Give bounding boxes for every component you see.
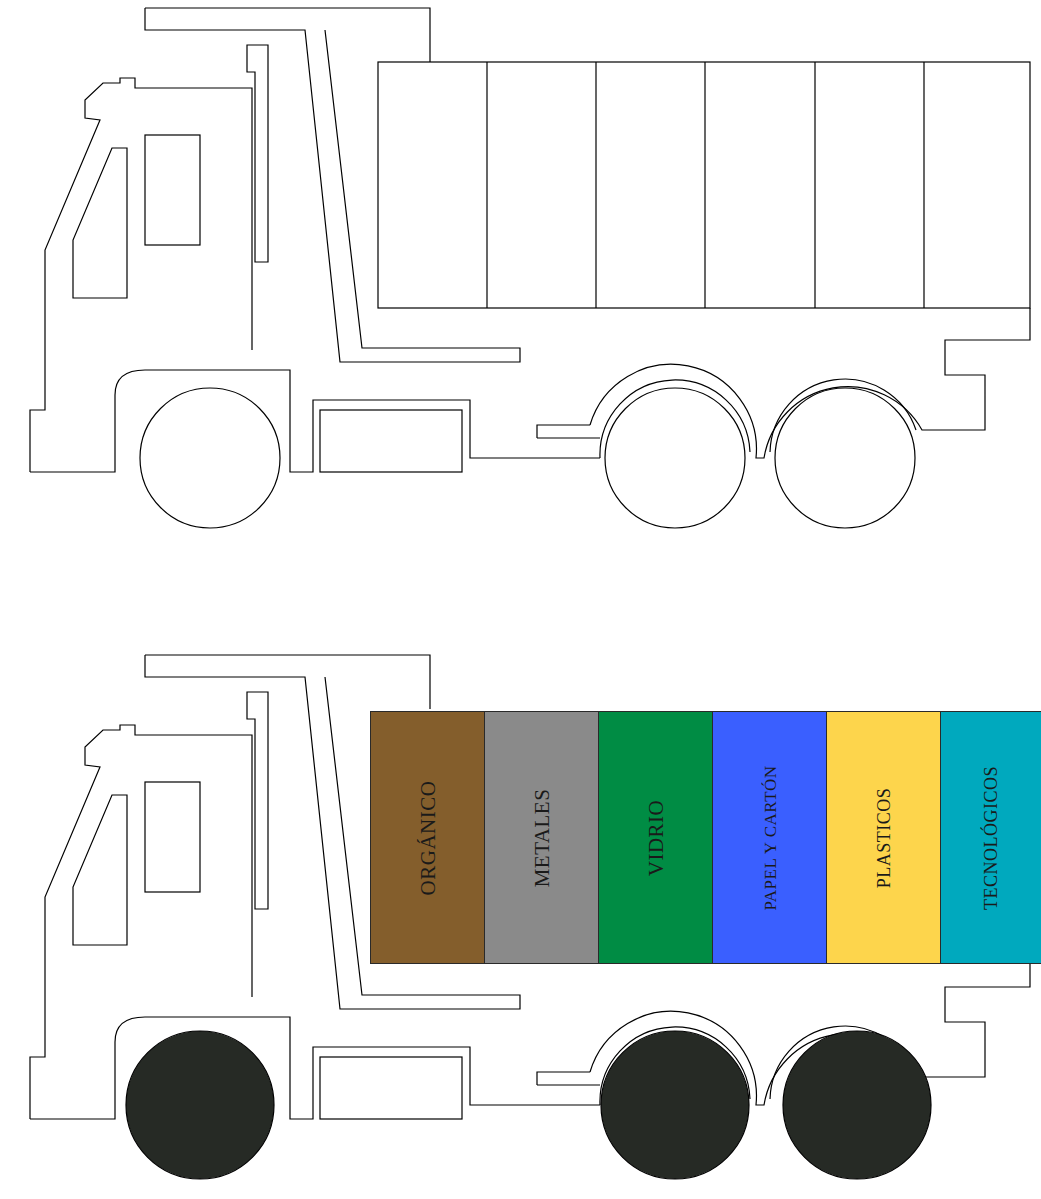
waste-band: VIDRIO bbox=[598, 711, 713, 964]
band-label: VIDRIO bbox=[645, 799, 666, 876]
waste-band: METALES bbox=[484, 711, 599, 964]
waste-band: ORGÁNICO bbox=[370, 711, 485, 964]
band-label: METALES bbox=[531, 788, 552, 887]
waste-band: TECNOLÓGICOS bbox=[940, 711, 1041, 964]
waste-band: PAPEL Y CARTÓN bbox=[712, 711, 827, 964]
band-label: ORGÁNICO bbox=[417, 780, 438, 895]
band-label: PLASTICOS bbox=[875, 787, 893, 888]
waste-band: PLASTICOS bbox=[826, 711, 941, 964]
coloured-truck bbox=[30, 655, 1030, 1179]
band-label: PAPEL Y CARTÓN bbox=[761, 765, 778, 910]
outline-truck bbox=[30, 8, 1030, 528]
band-label: TECNOLÓGICOS bbox=[982, 766, 1000, 910]
